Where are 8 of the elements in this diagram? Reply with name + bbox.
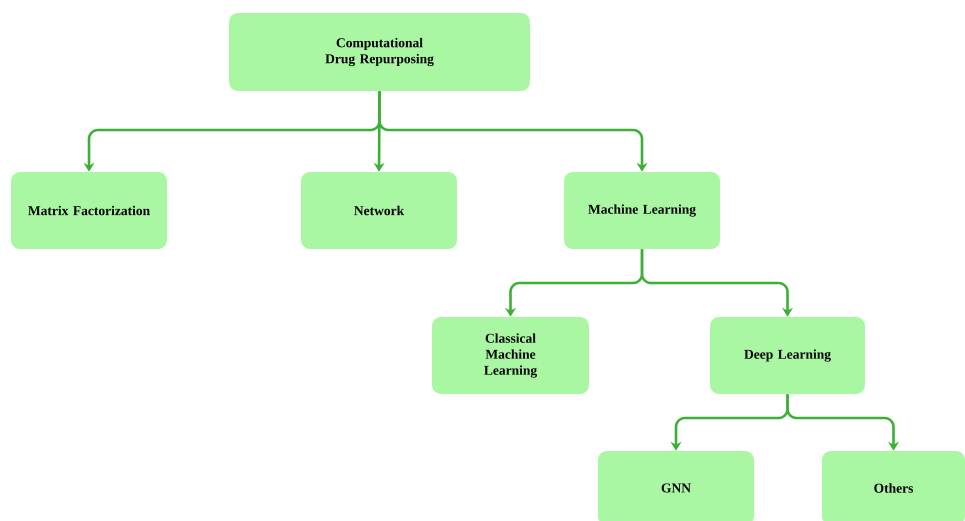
process-box: Classical Machine Learning (432, 317, 589, 394)
process-box: Matrix Factorization (11, 172, 168, 249)
process-box: Others (822, 451, 965, 521)
process-box: Network (301, 172, 457, 249)
process-box: Deep Learning (710, 317, 865, 394)
process-box: Computational Drug Repurposing (229, 13, 530, 91)
process-box: Machine Learning (564, 172, 720, 249)
process-box: GNN (598, 451, 754, 521)
